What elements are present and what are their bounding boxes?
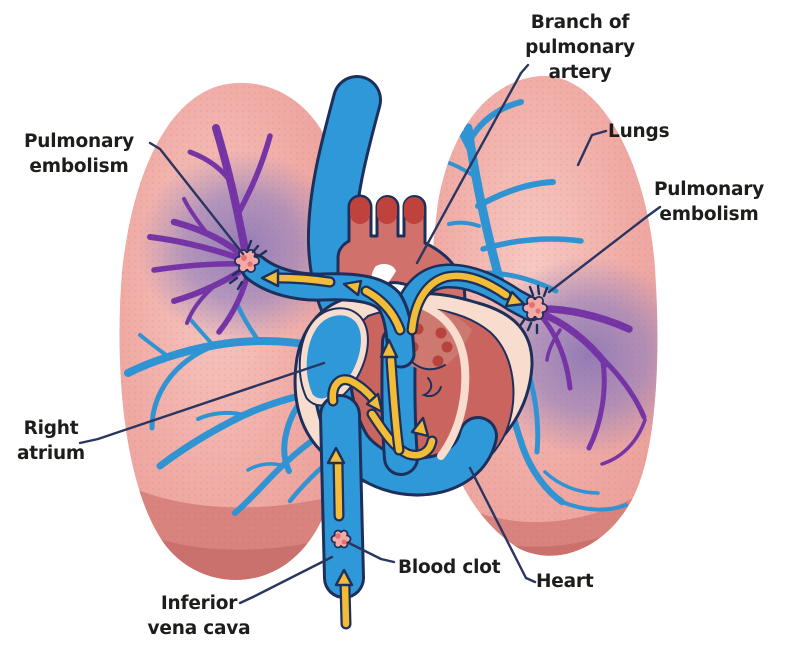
label-branch-of-pulmonary-artery: Branch of pulmonary artery (525, 12, 635, 83)
aorta-branch-tip (350, 197, 370, 224)
label-pulmonary-embolism-left: Pulmonary embolism (23, 131, 135, 177)
label-leader-lines (78, 63, 662, 605)
blood-flow-arrows (260, 268, 526, 630)
label-pulmonary-embolism-right: Pulmonary embolism (653, 179, 765, 225)
aorta-branch-tip (404, 197, 424, 224)
heart-septum-wall (420, 302, 470, 460)
label-lungs: Lungs (608, 121, 670, 142)
blood-clot-in-vena-cava (330, 529, 352, 549)
label-inferior-vena-cava: Inferior vena cava (147, 593, 251, 639)
label-heart: Heart (536, 571, 594, 592)
label-right-atrium: Right atrium (16, 418, 86, 464)
label-blood-clot: Blood clot (398, 557, 501, 578)
aorta-branch-tip (377, 197, 397, 224)
embolism-clot-left (228, 239, 268, 291)
embolism-clot-right (518, 284, 549, 335)
impact-marks (518, 284, 549, 335)
impact-marks (228, 239, 268, 291)
